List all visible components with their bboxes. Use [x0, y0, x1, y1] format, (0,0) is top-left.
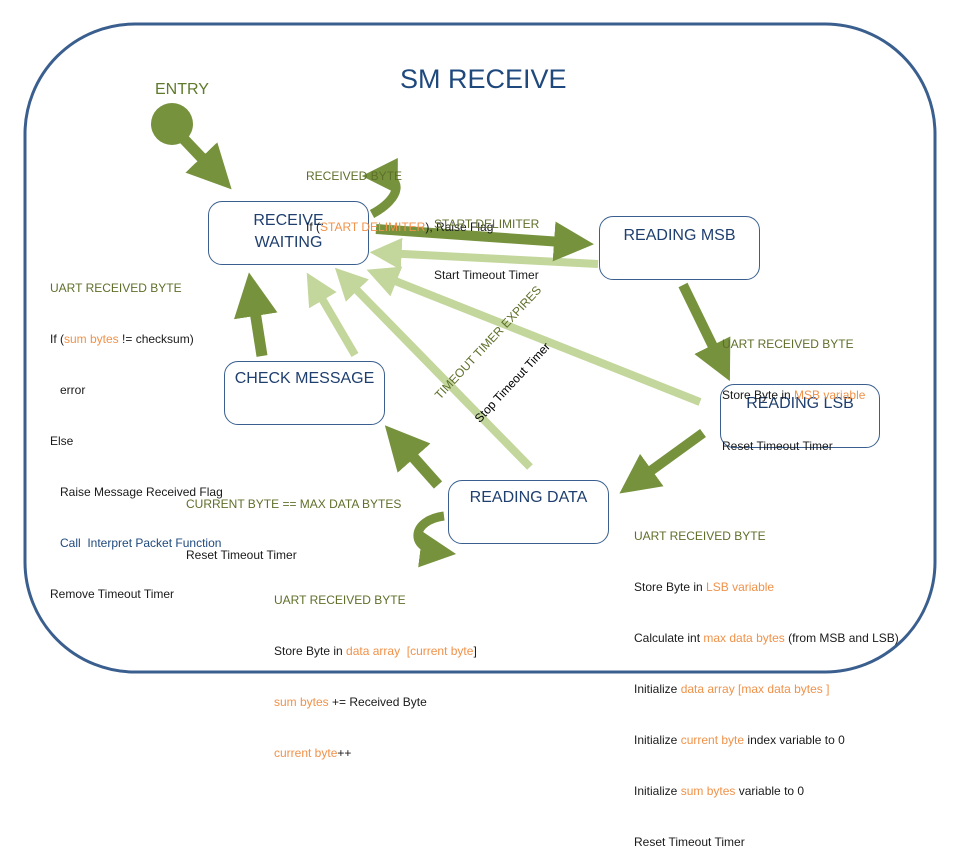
text: variable to 0: [735, 784, 805, 798]
text: Initialize: [634, 733, 681, 747]
label-msb-to-lsb: UART RECEIVED BYTE Store Byte in MSB var…: [722, 302, 865, 472]
timeout-arrow-from-lsb: [366, 266, 702, 406]
variable: current byte: [680, 733, 745, 747]
action-line: Remove Timeout Timer: [50, 587, 175, 601]
action-line: Store Byte in MSB variable: [722, 387, 865, 404]
variable: max data bytes: [703, 631, 785, 645]
trigger: UART RECEIVED BYTE: [634, 529, 766, 543]
action-line: sum bytes += Received Byte: [274, 694, 477, 711]
trigger: CURRENT BYTE == MAX DATA BYTES: [186, 497, 402, 511]
state-check-message[interactable]: CHECK MESSAGE: [224, 361, 385, 425]
label-check-to-waiting: UART RECEIVED BYTE If (sum bytes != chec…: [50, 246, 223, 620]
state-reading-lsb[interactable]: READING LSB: [720, 384, 880, 448]
action-line: Calculate int max data bytes (from MSB a…: [634, 630, 899, 647]
text: Store Byte in: [634, 580, 707, 594]
action: Reset Timeout Timer: [186, 548, 297, 562]
action-line: Initialize current byte index variable t…: [634, 732, 899, 749]
text: If (: [50, 332, 64, 346]
text: Calculate int: [634, 631, 704, 645]
variable: sum bytes: [274, 695, 329, 709]
action: Start Timeout Timer: [434, 268, 539, 282]
text: Initialize: [634, 682, 681, 696]
trigger: UART RECEIVED BYTE: [50, 281, 182, 295]
label-lsb-to-data: UART RECEIVED BYTE Store Byte in LSB var…: [634, 494, 899, 868]
text: != checksum): [118, 332, 194, 346]
variable: sum bytes: [680, 784, 736, 798]
state-reading-data-label: READING DATA: [469, 489, 588, 506]
text: ), Raise Flag: [425, 220, 494, 234]
entry-label: ENTRY: [155, 81, 209, 98]
state-reading-data[interactable]: READING DATA: [448, 480, 609, 544]
entry-arrow: [176, 131, 232, 190]
action-line: Store Byte in LSB variable: [634, 579, 899, 596]
text: += Received Byte: [328, 695, 427, 709]
trigger: RECEIVED BYTE: [306, 169, 403, 183]
variable: current byte: [274, 746, 338, 760]
text: If (: [306, 220, 320, 234]
action-line: If (sum bytes != checksum): [50, 331, 223, 348]
action-line: Call Interpret Packet Function: [50, 536, 222, 550]
state-receive-waiting[interactable]: RECEIVE WAITING: [208, 201, 369, 265]
action-line: Reset Timeout Timer: [634, 835, 745, 849]
variable: data array [max data bytes ]: [680, 682, 830, 696]
state-receive-waiting-line2: WAITING: [254, 234, 323, 251]
action-line: current byte++: [274, 745, 477, 762]
state-receive-waiting-line1: RECEIVE: [253, 212, 324, 229]
variable: LSB variable: [706, 580, 775, 594]
label-waiting-to-msb: START DELIMITER Start Timeout Timer: [434, 182, 539, 301]
label-data-to-check: CURRENT BYTE == MAX DATA BYTES Reset Tim…: [186, 462, 401, 581]
variable: sum bytes: [64, 332, 119, 346]
text: Initialize: [634, 784, 681, 798]
action-line: Initialize sum bytes variable to 0: [634, 783, 899, 800]
variable: START DELIMITER: [320, 220, 426, 234]
action-line: Store Byte in data array [current byte]: [274, 643, 477, 660]
action-line: error: [50, 383, 86, 397]
timeout-arrow-from-data: [334, 267, 533, 470]
timeout-arrow-from-msb: [369, 237, 599, 270]
self-loop-waiting: [361, 158, 401, 218]
state-check-message-label: CHECK MESSAGE: [234, 370, 375, 387]
variable: MSB variable: [794, 388, 866, 402]
arrow-data-to-check: [384, 425, 443, 489]
timeout-arrow-from-check: [306, 272, 359, 358]
state-reading-lsb-label: READING LSB: [746, 395, 854, 412]
text: Store Byte in: [274, 644, 347, 658]
action-line: Else: [50, 434, 74, 448]
self-loop-reading-data: [413, 511, 457, 568]
trigger: UART RECEIVED BYTE: [722, 337, 854, 351]
text: (from MSB and LSB): [784, 631, 899, 645]
label-self-data: UART RECEIVED BYTE Store Byte in data ar…: [274, 558, 477, 779]
trigger: UART RECEIVED BYTE: [274, 593, 406, 607]
text: ]: [473, 644, 477, 658]
state-machine-diagram: [23, 22, 937, 674]
state-reading-msb-label: READING MSB: [623, 227, 736, 244]
label-self-waiting: RECEIVED BYTE If (START DELIMITER), Rais…: [306, 134, 493, 253]
text: ++: [337, 746, 352, 760]
action-line: Reset Timeout Timer: [722, 439, 833, 453]
text: index variable to 0: [744, 733, 845, 747]
arrow-msb-to-lsb: [678, 282, 731, 382]
state-reading-msb[interactable]: READING MSB: [599, 216, 760, 280]
trigger: START DELIMITER: [434, 217, 540, 231]
arrow-waiting-to-msb: [375, 221, 594, 262]
text: Store Byte in: [722, 388, 795, 402]
variable: data array [current byte: [346, 644, 474, 658]
action-line: Initialize data array [max data bytes ]: [634, 681, 899, 698]
action-line: Raise Message Received Flag: [50, 485, 223, 499]
action: If (START DELIMITER), Raise Flag: [306, 219, 493, 236]
arrow-check-to-waiting: [233, 272, 278, 357]
diagram-title: SM RECEIVE: [400, 64, 567, 94]
arrow-lsb-to-data: [619, 428, 706, 494]
diagram-frame: [23, 22, 937, 674]
